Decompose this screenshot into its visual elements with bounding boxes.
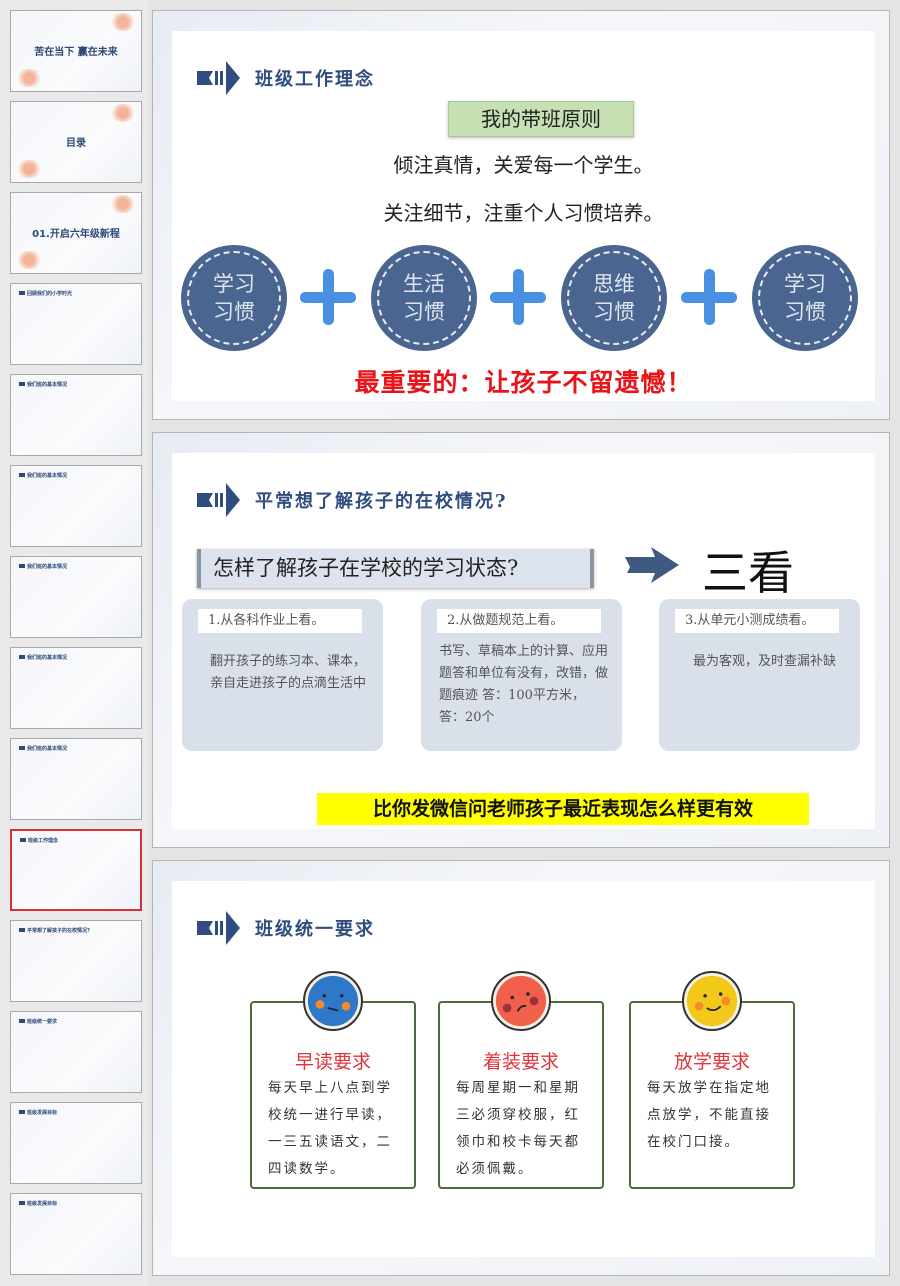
principle-line-2: 关注细节，注重个人习惯培养。: [383, 201, 664, 225]
requirement-heading: 早读要求: [294, 1051, 371, 1073]
sad-face-icon: [491, 971, 551, 1031]
slide-canvas: 班级统一要求 早读要求每天早上八点到学校统一进行早读，一三五读语文，二四读数学。…: [172, 881, 875, 1257]
method-card: 3.从单元小测成绩看。 最为客观，及时查漏补缺: [659, 599, 860, 751]
question-box: 怎样了解孩子在学校的学习状态?: [197, 549, 594, 588]
thumbnail-title: 我们班的基本情况: [19, 654, 67, 661]
slide-thumbnail[interactable]: 班级发展目标: [10, 1102, 142, 1184]
happy-face-icon: [682, 971, 742, 1031]
flower-decoration: [15, 160, 43, 178]
slide-canvas: 平常想了解孩子的在校情况? 怎样了解孩子在学校的学习状态? 三看 1.从各科作业…: [172, 453, 875, 829]
slide-thumbnail[interactable]: 回顾我们的小学时光: [10, 283, 142, 365]
slide-title: 平常想了解孩子的在校情况?: [255, 491, 508, 512]
plus-icon: [490, 269, 546, 325]
thumbnail-title: 班级统一要求: [19, 1018, 57, 1025]
brush-arrow-icon: [625, 547, 679, 583]
habit-circle: 学习习惯: [752, 245, 858, 351]
slide-thumbnail[interactable]: 01.开启六年级新程: [10, 192, 142, 274]
plus-icon: [681, 269, 737, 325]
section-arrow-icon: [197, 911, 240, 945]
slide-thumbnail[interactable]: 我们班的基本情况: [10, 738, 142, 820]
slide-thumbnail[interactable]: 平常想了解孩子的在校情况?: [10, 920, 142, 1002]
principle-line-1: 倾注真情，关爱每一个学生。: [393, 153, 654, 177]
highlight-text: 比你发微信问老师孩子最近表现怎么样更有效: [317, 793, 809, 825]
requirement-card: 早读要求每天早上八点到学校统一进行早读，一三五读语文，二四读数学。: [250, 1001, 416, 1189]
slide-thumbnail[interactable]: 苦在当下 赢在未来: [10, 10, 142, 92]
slide-thumbnail[interactable]: 班级统一要求: [10, 1011, 142, 1093]
answer-text: 三看: [702, 546, 794, 600]
slide-thumbnail-panel: 苦在当下 赢在未来目录 01.开启六年级新程回顾我们的小学时光我们班的基本情况我们…: [0, 0, 148, 1286]
principle-label: 我的带班原则: [448, 101, 634, 137]
slide-title: 班级工作理念: [255, 69, 375, 90]
slide-school-status[interactable]: 平常想了解孩子的在校情况? 怎样了解孩子在学校的学习状态? 三看 1.从各科作业…: [152, 432, 890, 848]
thumbnail-title: 01.开启六年级新程: [32, 229, 120, 240]
slide-canvas: 班级工作理念 我的带班原则 倾注真情，关爱每一个学生。 关注细节，注重个人习惯培…: [172, 31, 875, 401]
slide-thumbnail[interactable]: 班级工作理念: [10, 829, 142, 911]
slide-thumbnail[interactable]: 我们班的基本情况: [10, 647, 142, 729]
thumbnail-title: 我们班的基本情况: [19, 563, 67, 570]
slide-header: 班级工作理念: [197, 61, 375, 95]
thumbnail-title: 平常想了解孩子的在校情况?: [19, 927, 90, 934]
flower-decoration: [15, 251, 43, 269]
method-card: 1.从各科作业上看。 翻开孩子的练习本、课本，亲自走进孩子的点滴生活中: [182, 599, 383, 751]
conclusion-text: 最重要的：让孩子不留遗憾！: [354, 368, 693, 397]
slide-title: 班级统一要求: [255, 919, 375, 940]
requirement-heading: 着装要求: [482, 1051, 559, 1073]
requirement-text: 每周星期一和星期三必须穿校服，红领巾和校卡每天都必须佩戴。: [456, 1080, 580, 1177]
flower-decoration: [109, 195, 137, 213]
flower-decoration: [109, 13, 137, 31]
thumbnail-title: 班级发展目标: [19, 1200, 57, 1207]
slide-class-requirements[interactable]: 班级统一要求 早读要求每天早上八点到学校统一进行早读，一三五读语文，二四读数学。…: [152, 860, 890, 1276]
slide-header: 平常想了解孩子的在校情况?: [197, 483, 508, 517]
thumbnail-title: 班级发展目标: [19, 1109, 57, 1116]
thumbnail-title: 目录: [66, 138, 86, 149]
slide-thumbnail[interactable]: 我们班的基本情况: [10, 374, 142, 456]
section-arrow-icon: [197, 483, 240, 517]
requirement-card: 放学要求每天放学在指定地点放学，不能直接在校门口接。: [629, 1001, 795, 1189]
thumbnail-title: 苦在当下 赢在未来: [34, 47, 118, 58]
thumbnail-title: 我们班的基本情况: [19, 381, 67, 388]
thumbnail-title: 我们班的基本情况: [19, 472, 67, 479]
slide-header: 班级统一要求: [197, 911, 375, 945]
plus-icon: [300, 269, 356, 325]
flower-decoration: [109, 104, 137, 122]
thumbnail-title: 回顾我们的小学时光: [19, 290, 72, 297]
requirement-text: 每天放学在指定地点放学，不能直接在校门口接。: [647, 1080, 771, 1150]
slide-thumbnail[interactable]: 班级发展目标: [10, 1193, 142, 1275]
thumbnail-title: 班级工作理念: [20, 837, 58, 844]
neutral-face-icon: [303, 971, 363, 1031]
method-card: 2.从做题规范上看。 书写、草稿本上的计算、应用题答和单位有没有，改错，做题痕迹…: [421, 599, 622, 751]
slide-thumbnail[interactable]: 我们班的基本情况: [10, 465, 142, 547]
habit-circle: 思维习惯: [561, 245, 667, 351]
habit-circle: 学习习惯: [181, 245, 287, 351]
section-arrow-icon: [197, 61, 240, 95]
slide-thumbnail[interactable]: 我们班的基本情况: [10, 556, 142, 638]
habit-circle: 生活习惯: [371, 245, 477, 351]
slide-thumbnail[interactable]: 目录: [10, 101, 142, 183]
thumbnail-title: 我们班的基本情况: [19, 745, 67, 752]
flower-decoration: [15, 69, 43, 87]
requirement-card: 着装要求每周星期一和星期三必须穿校服，红领巾和校卡每天都必须佩戴。: [438, 1001, 604, 1189]
requirement-heading: 放学要求: [673, 1051, 750, 1073]
slide-class-work-philosophy[interactable]: 班级工作理念 我的带班原则 倾注真情，关爱每一个学生。 关注细节，注重个人习惯培…: [152, 10, 890, 420]
requirement-text: 每天早上八点到学校统一进行早读，一三五读语文，二四读数学。: [268, 1080, 392, 1177]
